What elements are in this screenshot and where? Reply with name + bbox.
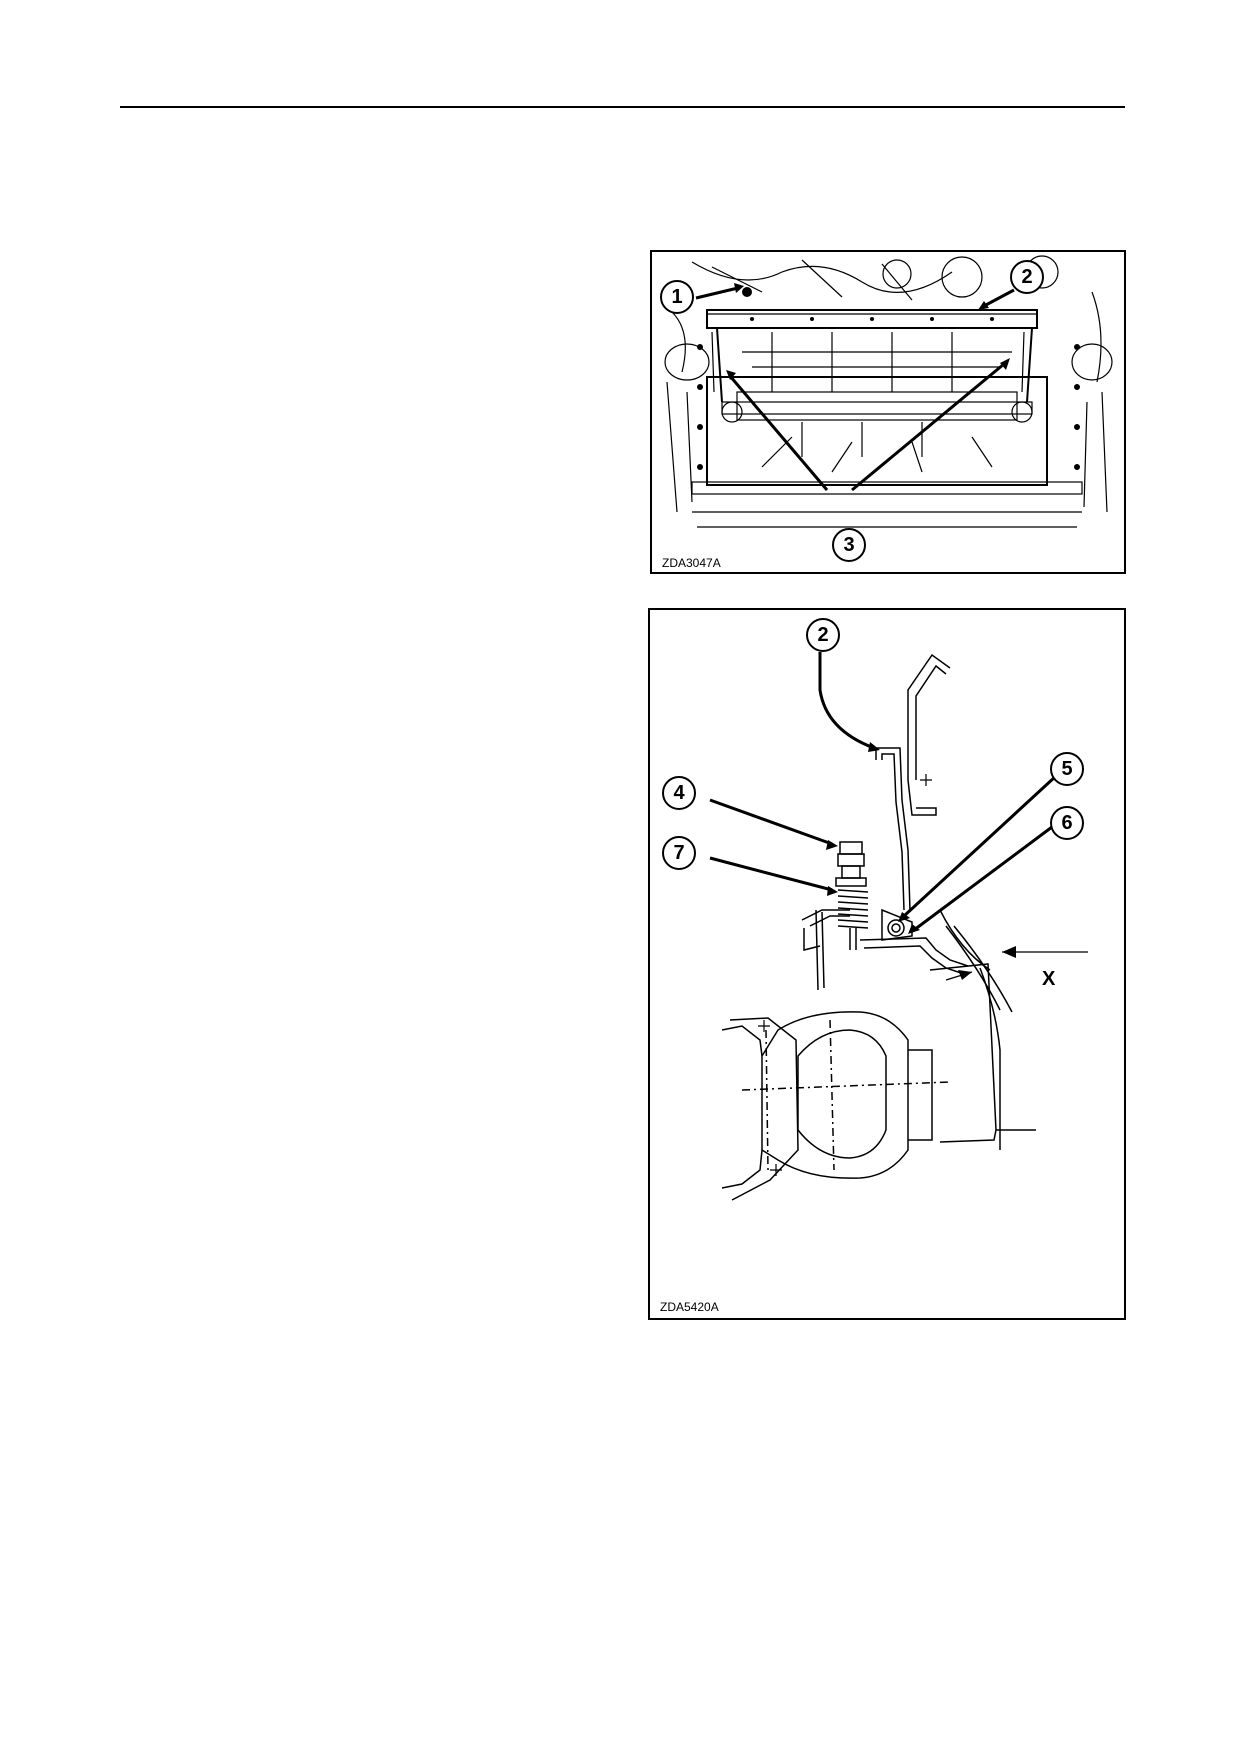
callout-5: 5 — [1050, 752, 1084, 786]
figure-adjustment-detail: 2 4 7 5 6 X ZDA5420A — [648, 608, 1126, 1320]
figure-baler-intake: 1 2 3 ZDA3047A — [650, 250, 1126, 574]
header-rule — [120, 106, 1125, 108]
callout-4: 4 — [662, 776, 696, 810]
callout-2: 2 — [1010, 260, 1044, 294]
adjustment-detail-drawing — [709, 652, 1088, 1201]
callout-7: 7 — [662, 836, 696, 870]
baler-intake-drawing — [664, 255, 1113, 528]
figure-code: ZDA3047A — [662, 556, 721, 570]
figure-code: ZDA5420A — [660, 1300, 719, 1314]
callout-3: 3 — [832, 528, 866, 562]
dimension-x-label: X — [1042, 968, 1056, 990]
callout-1: 1 — [660, 280, 694, 314]
callout-2: 2 — [806, 618, 840, 652]
callout-6: 6 — [1050, 806, 1084, 840]
